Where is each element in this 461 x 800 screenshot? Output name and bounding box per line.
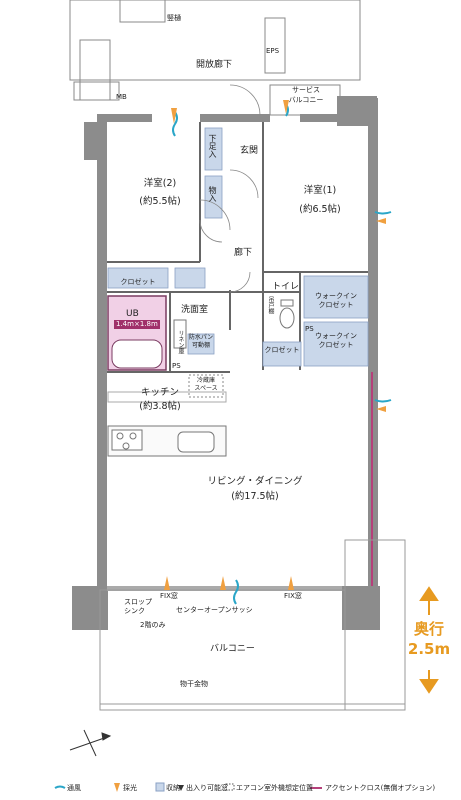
storage-label: 物入 bbox=[208, 186, 217, 202]
compass-icon bbox=[69, 729, 112, 757]
kitchen-name: キッチン bbox=[140, 387, 179, 398]
western-room-2-size: (約5.5帖) bbox=[139, 196, 181, 207]
corridor-outline bbox=[69, 0, 361, 101]
service-balcony-label-2: バルコニー bbox=[288, 96, 324, 104]
ub-label: UB bbox=[126, 309, 139, 319]
closet-label: クロゼット bbox=[120, 278, 156, 286]
light-arrows bbox=[164, 100, 386, 590]
fix-window-left-label: FIX窓 bbox=[160, 592, 178, 600]
open-corridor-label: 開放廊下 bbox=[196, 60, 233, 70]
kitchen-size: (約3.8帖) bbox=[139, 401, 181, 412]
storage-areas bbox=[107, 127, 369, 367]
waterproof-pan-label-2: 可動棚 bbox=[191, 342, 210, 349]
living-dining-size: (約17.5帖) bbox=[231, 491, 279, 502]
ps-label-left: PS bbox=[172, 362, 181, 370]
kitchen-counter bbox=[107, 391, 227, 457]
western-room-1-size: (約6.5帖) bbox=[299, 204, 341, 215]
legend-storage: 収納 bbox=[166, 784, 180, 792]
closet-2-label: クロゼット bbox=[264, 346, 300, 354]
walkin-closet-2-label-2: クロゼット bbox=[318, 341, 354, 349]
door-swings bbox=[199, 84, 261, 293]
depth-label: 奥行 bbox=[413, 620, 444, 638]
ps-label-right: PS bbox=[305, 325, 314, 333]
wash-basin bbox=[173, 319, 187, 349]
slope-sink-label-1: スロップ bbox=[124, 598, 152, 606]
service-balcony-label-1: サービス bbox=[292, 86, 320, 94]
slope-sink-label-2: シンク bbox=[124, 607, 145, 615]
interior-walls bbox=[107, 122, 368, 373]
entrance-label: 玄関 bbox=[240, 146, 259, 156]
fridge-label-2: スペース bbox=[194, 385, 218, 392]
legend-ventilation: 通風 bbox=[67, 784, 81, 792]
mb-label: MB bbox=[116, 93, 127, 101]
eps-label: EPS bbox=[266, 47, 280, 55]
depth-value: 2.5m bbox=[407, 640, 451, 658]
shoe-closet-label: 下足入 bbox=[208, 134, 217, 158]
second-floor-only-label: 2階のみ bbox=[140, 621, 166, 629]
walkin-closet-1-label-2: クロゼット bbox=[318, 301, 354, 309]
legend-ac: エアコン室外機想定位置 bbox=[236, 784, 313, 792]
fridge-label-1: 冷蔵庫 bbox=[196, 377, 215, 384]
toilet-label: トイレ bbox=[272, 282, 300, 292]
ub-size-badge: 1.4m×1.8m bbox=[114, 320, 160, 329]
washroom-label: 洗面室 bbox=[181, 305, 209, 315]
legend-door: 出入り可能窓 bbox=[186, 784, 228, 792]
legend-icons bbox=[54, 782, 322, 792]
center-sash-label: センターオープンサッシ bbox=[176, 606, 253, 614]
paper-holder-label: 吊戸棚 bbox=[267, 296, 274, 314]
fix-window-right-label: FIX窓 bbox=[284, 592, 302, 600]
toilet-fixture bbox=[279, 299, 295, 329]
western-room-2-name: 洋室(2) bbox=[143, 178, 177, 189]
hallway-label: 廊下 bbox=[234, 248, 253, 258]
depth-arrow bbox=[419, 586, 439, 694]
western-room-1-name: 洋室(1) bbox=[303, 185, 337, 196]
living-dining-name: リビング・ダイニング bbox=[207, 476, 303, 487]
walkin-closet-2-label-1: ウォークイン bbox=[315, 332, 357, 340]
walkin-closet-1-label-1: ウォークイン bbox=[315, 292, 357, 300]
waterproof-pan-label-1: 防水パン bbox=[188, 334, 214, 341]
balcony-label: バルコニー bbox=[210, 644, 255, 654]
fridge-space bbox=[188, 374, 224, 398]
fence-label: 竪樋 bbox=[167, 14, 181, 22]
linen-label: リネン庫 bbox=[177, 330, 184, 354]
legend-accent: アクセントクロス(無償オプション) bbox=[325, 784, 436, 792]
legend-daylight: 採光 bbox=[123, 784, 137, 792]
unit-bath bbox=[107, 295, 167, 371]
drying-hardware-label: 物干金物 bbox=[180, 680, 208, 688]
